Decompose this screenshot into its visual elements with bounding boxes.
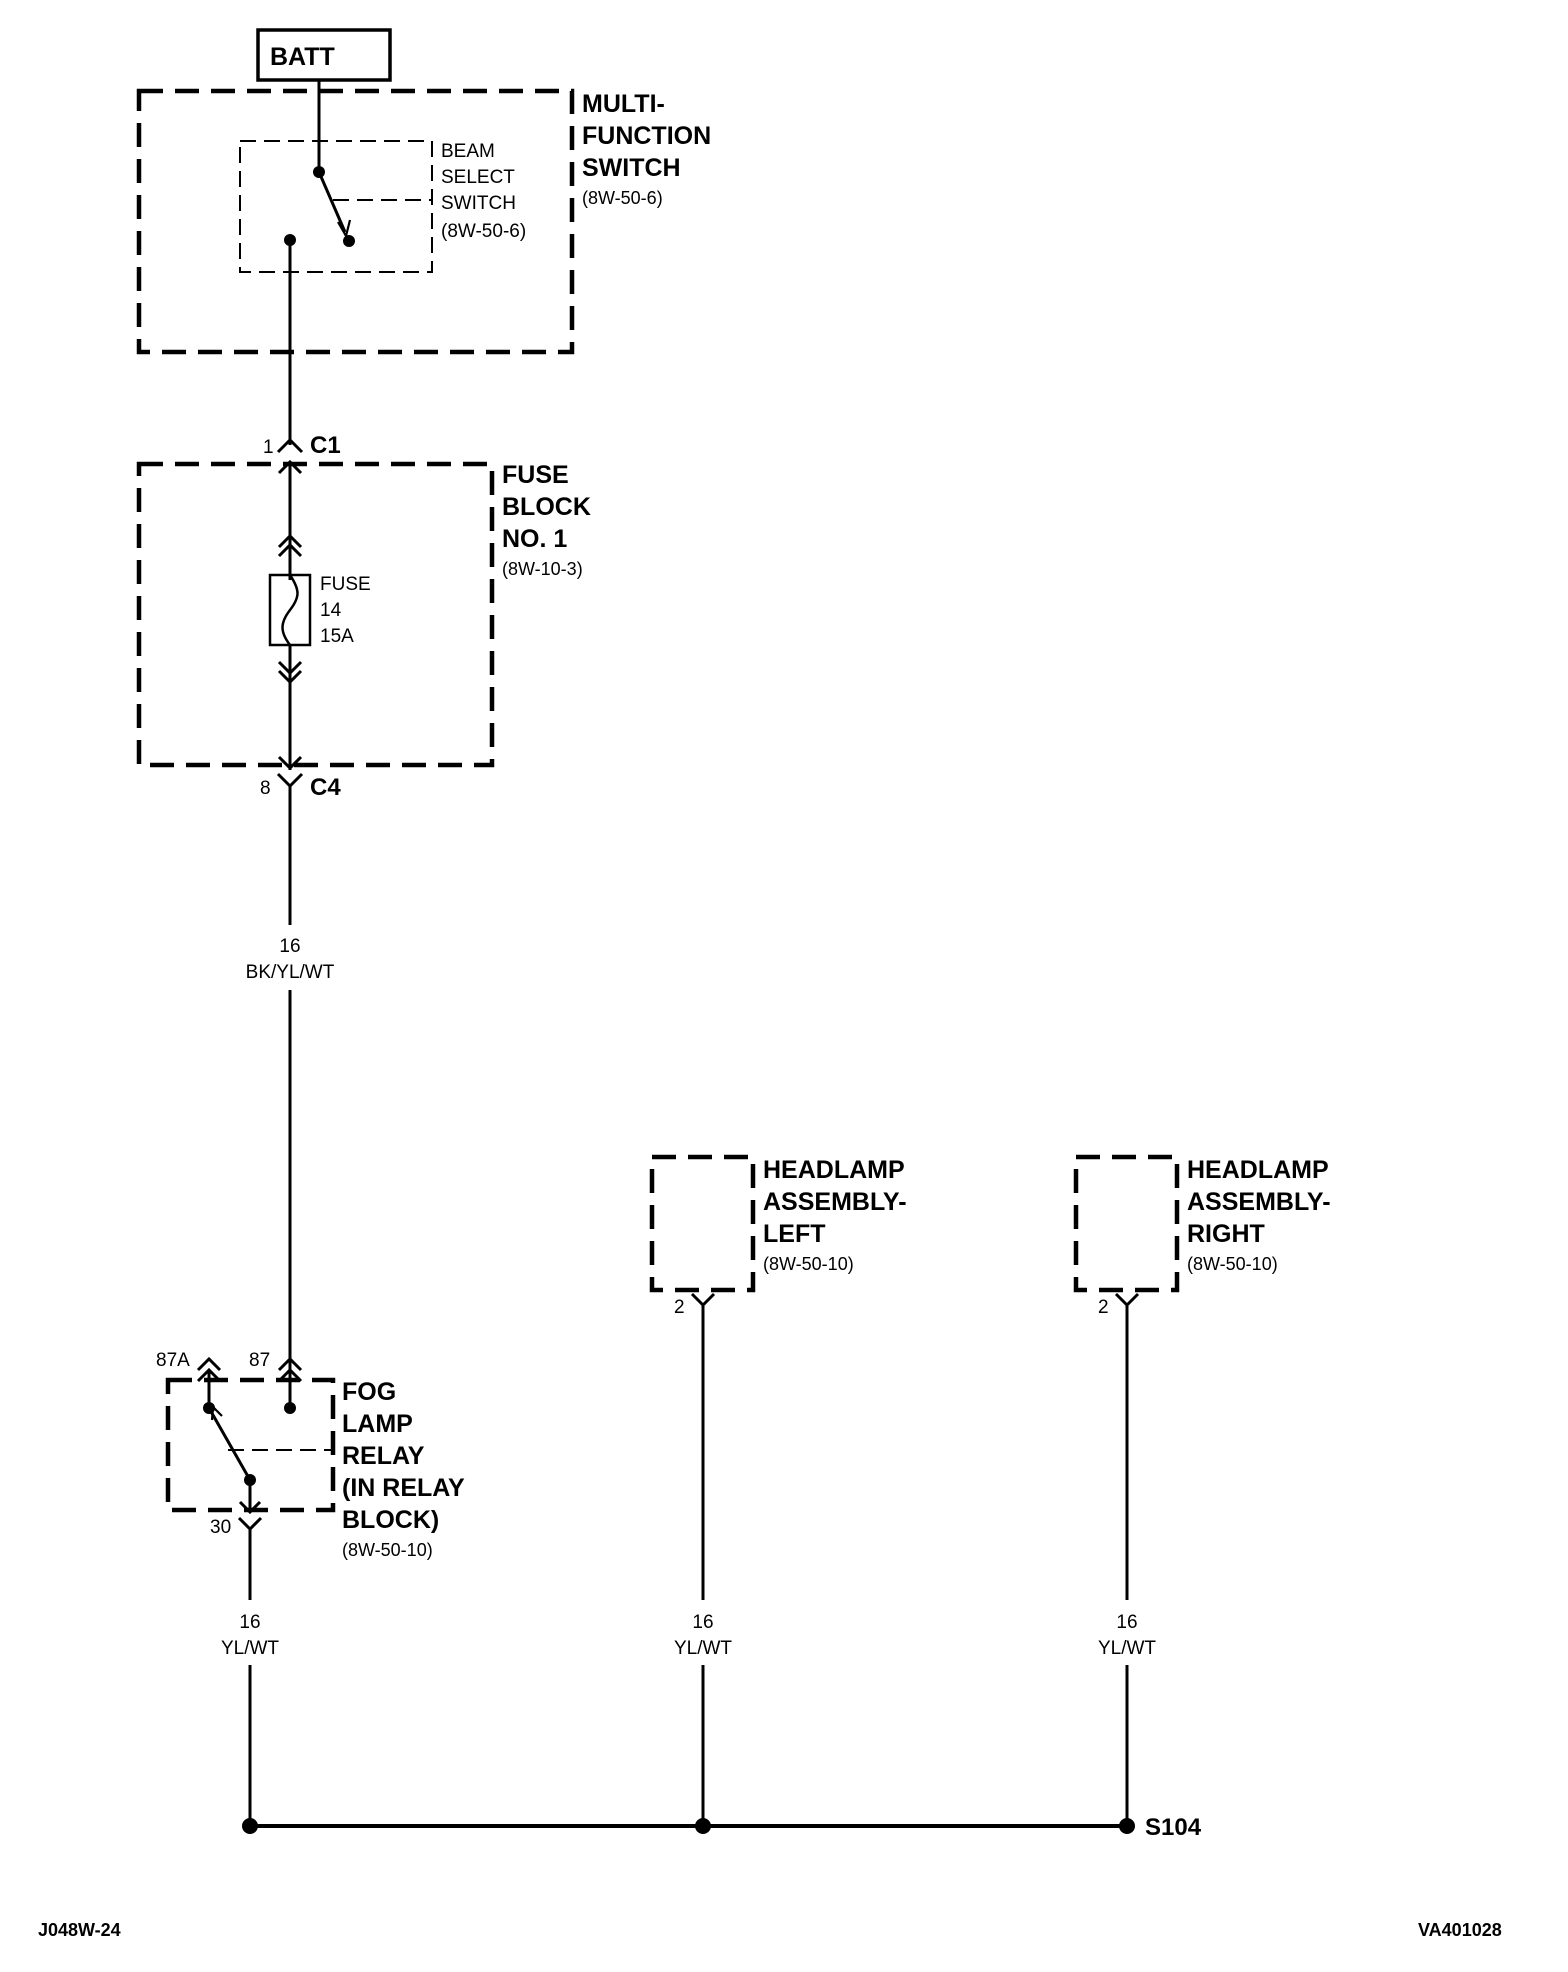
fuse-block-line-3: NO. 1 [502, 525, 567, 553]
connector-c1: 1 C1 [263, 432, 341, 459]
footer-left-code: J048W-24 [38, 1920, 121, 1940]
headlamp-assembly-left: HEADLAMP ASSEMBLY- LEFT (8W-50-10) 2 [649, 1154, 907, 1318]
fog-relay-pin-87: 87 [249, 1350, 270, 1371]
beam-select-ref: (8W-50-6) [441, 221, 526, 242]
wire-relay-color: YL/WT [221, 1638, 279, 1659]
beam-select-switch: BEAM SELECT SWITCH (8W-50-6) [239, 140, 526, 273]
fog-relay-ref: (8W-50-10) [342, 1540, 433, 1560]
multifunction-switch: MULTI- FUNCTION SWITCH (8W-50-6) [136, 88, 711, 355]
headlamp-left-pin: 2 [674, 1297, 685, 1318]
batt-label: BATT [270, 43, 335, 71]
wire-main-color: BK/YL/WT [246, 962, 335, 983]
c1-pin: 1 [263, 437, 274, 458]
headlamp-left-line-1: HEADLAMP [763, 1156, 905, 1184]
wire-right-color: YL/WT [1098, 1638, 1156, 1659]
wire-main-gauge: 16 [279, 936, 300, 957]
fog-relay-line-4: (IN RELAY [342, 1474, 465, 1502]
headlamp-left-ref: (8W-50-10) [763, 1254, 854, 1274]
headlamp-right-ref: (8W-50-10) [1187, 1254, 1278, 1274]
fuse-block: FUSE BLOCK NO. 1 (8W-10-3) [136, 461, 591, 768]
c4-pin: 8 [260, 778, 271, 799]
fuse-line-1: FUSE [320, 574, 371, 595]
fuse-block-line-2: BLOCK [502, 493, 591, 521]
fog-relay-line-5: BLOCK) [342, 1506, 439, 1534]
mfs-name-line-2: FUNCTION [582, 122, 711, 150]
mfs-ref: (8W-50-6) [582, 188, 663, 208]
wire-right-gauge: 16 [1116, 1612, 1137, 1633]
headlamp-right-line-1: HEADLAMP [1187, 1156, 1329, 1184]
splice-s104: S104 [242, 1814, 1202, 1841]
fog-relay-line-2: LAMP [342, 1410, 413, 1438]
wire-relay-gauge: 16 [239, 1612, 260, 1633]
mfs-name-line-3: SWITCH [582, 154, 681, 182]
wire-label-left: 16 YL/WT [674, 1612, 732, 1659]
connector-c4: 8 C4 [260, 772, 341, 801]
fog-relay-pin-30: 30 [210, 1517, 231, 1538]
wire-label-main: 16 BK/YL/WT [246, 936, 335, 983]
c1-name: C1 [310, 432, 341, 459]
fuse-line-2: 14 [320, 600, 342, 621]
fuse-14: FUSE 14 15A [268, 573, 371, 647]
headlamp-right-pin: 2 [1098, 1297, 1109, 1318]
beam-select-line-2: SELECT [441, 167, 515, 188]
splice-name: S104 [1145, 1814, 1202, 1841]
wire-label-relay: 16 YL/WT [221, 1612, 279, 1659]
headlamp-right-line-3: RIGHT [1187, 1220, 1265, 1248]
fuse-line-3: 15A [320, 626, 354, 647]
fuse-block-line-1: FUSE [502, 461, 569, 489]
batt-source: BATT [256, 28, 392, 82]
beam-select-line-3: SWITCH [441, 193, 516, 214]
wire-left-color: YL/WT [674, 1638, 732, 1659]
wire-label-right: 16 YL/WT [1098, 1612, 1156, 1659]
fog-lamp-relay: FOG LAMP RELAY (IN RELAY BLOCK) (8W-50-1… [156, 1350, 465, 1560]
footer-right-code: VA401028 [1418, 1920, 1502, 1940]
headlamp-assembly-right: HEADLAMP ASSEMBLY- RIGHT (8W-50-10) 2 [1073, 1154, 1331, 1318]
beam-select-line-1: BEAM [441, 141, 495, 162]
headlamp-left-line-3: LEFT [763, 1220, 826, 1248]
headlamp-right-line-2: ASSEMBLY- [1187, 1188, 1331, 1216]
headlamp-left-line-2: ASSEMBLY- [763, 1188, 907, 1216]
fuse-block-ref: (8W-10-3) [502, 559, 583, 579]
fog-relay-line-1: FOG [342, 1378, 396, 1406]
mfs-name-line-1: MULTI- [582, 90, 665, 118]
fog-relay-line-3: RELAY [342, 1442, 425, 1470]
fog-relay-pin-87a: 87A [156, 1350, 190, 1371]
wire-left-gauge: 16 [692, 1612, 713, 1633]
c4-name: C4 [310, 774, 341, 801]
